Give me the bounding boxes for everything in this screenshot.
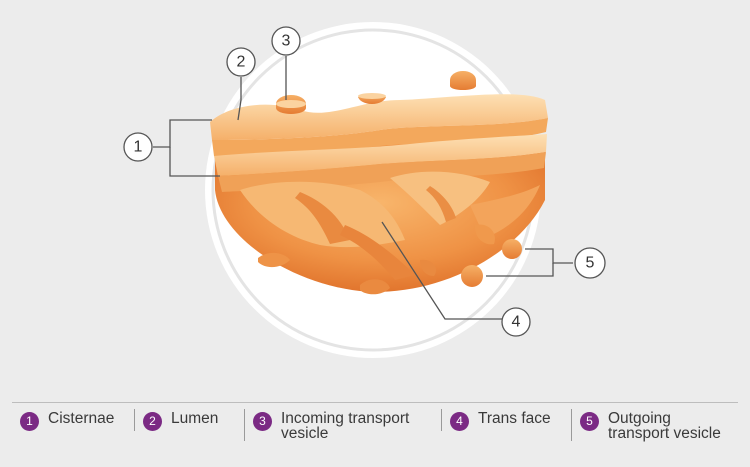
legend-item-incoming-transport-vesicle: 3 Incoming transport vesicle (244, 409, 441, 441)
legend-item-outgoing-transport-vesicle: 5 Outgoing transport vesicle (571, 409, 738, 441)
legend-label: Outgoing transport vesicle (608, 410, 721, 442)
legend-badge: 2 (143, 412, 162, 431)
legend-item-trans-face: 4 Trans face (441, 409, 571, 431)
legend-badge: 1 (20, 412, 39, 431)
legend-badge: 3 (253, 412, 272, 431)
legend-item-lumen: 2 Lumen (134, 409, 244, 431)
legend-label: Cisternae (48, 410, 115, 427)
callout-4: 4 (501, 307, 531, 337)
callout-1: 1 (123, 132, 153, 162)
legend-label: Trans face (478, 410, 551, 427)
svg-text:5: 5 (586, 255, 595, 272)
svg-text:1: 1 (134, 139, 143, 156)
outgoing-vesicles (258, 224, 522, 295)
golgi-diagram: 1 2 3 4 5 (123, 22, 606, 358)
golgi-apparatus (210, 94, 548, 292)
svg-text:4: 4 (512, 314, 521, 331)
callout-2: 2 (226, 47, 256, 77)
legend-label: Lumen (171, 410, 219, 427)
callout-lines (153, 56, 573, 320)
svg-text:2: 2 (237, 54, 246, 71)
legend-badge: 4 (450, 412, 469, 431)
legend-label: Incoming transport vesicle (281, 410, 410, 442)
legend: 1 Cisternae 2 Lumen 3 Incoming transport… (12, 402, 738, 459)
incoming-vesicles (276, 71, 476, 114)
callout-5: 5 (574, 247, 606, 279)
legend-badge: 5 (580, 412, 599, 431)
callout-3: 3 (271, 26, 301, 56)
svg-text:3: 3 (282, 33, 291, 50)
legend-item-cisternae: 1 Cisternae (12, 403, 134, 431)
